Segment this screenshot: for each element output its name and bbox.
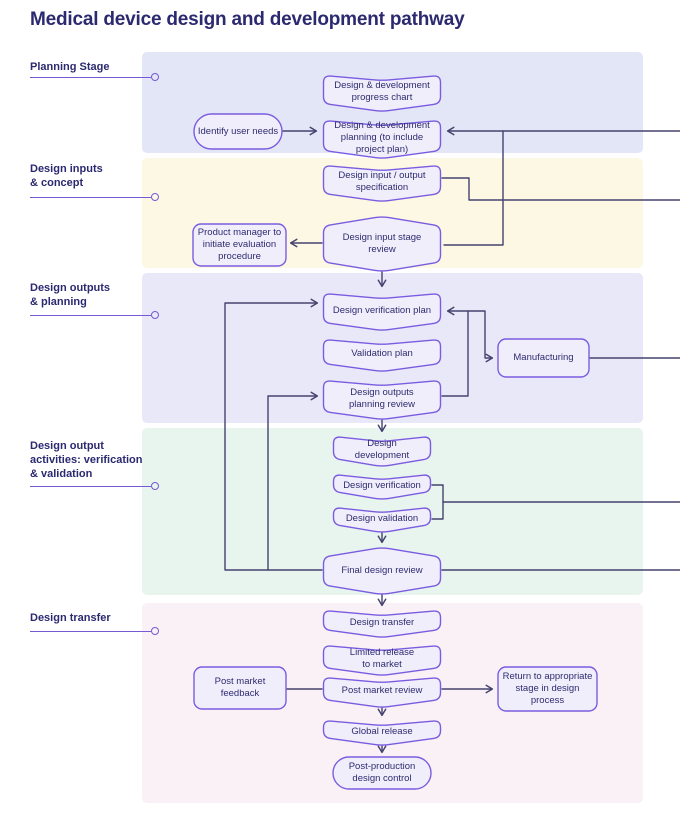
stage-rule-transfer: [30, 627, 159, 636]
stage-label-outputs: Design outputs & planning: [30, 282, 111, 308]
stage-rule-planning: [30, 73, 159, 82]
edge-finalreview-loop-verificationplan: [224, 298, 323, 571]
edge-planningreview-to-verificationplan: [441, 306, 469, 397]
edge-finalreview-loop-planningreview: [267, 391, 319, 571]
stage-rule-activities: [30, 482, 159, 491]
node-global-release: Global release: [322, 716, 442, 747]
edge-branch-to-manufacturing: [467, 310, 494, 363]
edge-spec-to-rightmargin: [441, 177, 680, 201]
node-design-validation: Design validation: [332, 503, 432, 534]
node-post-market-feedback: Post market feedback: [193, 666, 287, 710]
stage-line: [30, 314, 151, 317]
node-post-market-review: Post market review: [322, 673, 442, 709]
stage-dot-icon: [151, 311, 159, 319]
stage-dot-icon: [151, 193, 159, 201]
node-post-production: Post-production design control: [332, 756, 432, 790]
node-return-to-stage: Return to appropriate stage in design pr…: [497, 666, 598, 712]
node-dd-planning: Design & development planning (to includ…: [322, 116, 442, 160]
stage-line: [30, 630, 151, 633]
stage-rule-outputs: [30, 311, 159, 320]
stage-line: [30, 196, 151, 199]
edge-verification-validation-bracket: [431, 484, 444, 520]
node-product-manager: Product manager to initiate evaluation p…: [192, 223, 287, 267]
node-progress-chart: Design & development progress chart: [322, 71, 442, 113]
stage-rule-inputs: [30, 193, 159, 202]
node-io-spec: Design input / output specification: [322, 161, 442, 203]
edge-inputreview-up-feedback: [443, 130, 504, 246]
node-design-development: Design development: [332, 432, 432, 468]
stage-dot-icon: [151, 482, 159, 490]
stage-line: [30, 485, 151, 488]
stage-label-transfer: Design transfer: [30, 612, 111, 624]
node-identify-user-needs: Identify user needs: [193, 113, 283, 150]
node-design-verification: Design verification: [332, 470, 432, 501]
node-validation-plan: Validation plan: [322, 335, 442, 373]
node-final-design-review: Final design review: [322, 546, 442, 596]
node-design-transfer: Design transfer: [322, 606, 442, 639]
stage-dot-icon: [151, 627, 159, 635]
node-manufacturing: Manufacturing: [497, 338, 590, 378]
node-verification-plan: Design verification plan: [322, 289, 442, 332]
stage-label-inputs: Design inputs & concept: [30, 163, 103, 189]
node-outputs-planning-review: Design outputs planning review: [322, 376, 442, 421]
node-input-stage-review: Design input stage review: [322, 215, 442, 273]
stage-label-activities: Design output activities: verification &…: [30, 440, 143, 480]
stage-dot-icon: [151, 73, 159, 81]
page-title: Medical device design and development pa…: [30, 9, 465, 30]
stage-label-planning: Planning Stage: [30, 61, 110, 73]
stage-line: [30, 76, 151, 79]
node-limited-release: Limited release to market: [322, 641, 442, 677]
